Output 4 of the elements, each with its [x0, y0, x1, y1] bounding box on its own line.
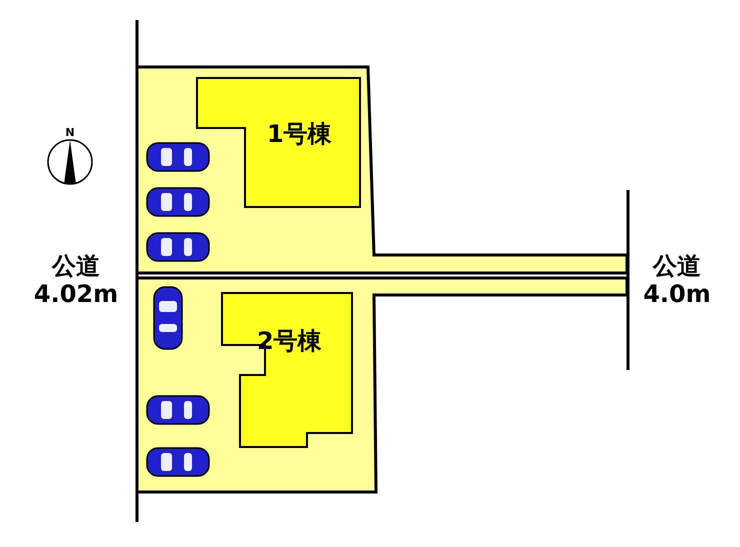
road-width-label: 公道 4.0m — [642, 252, 712, 308]
building-label: 1号棟 — [267, 119, 332, 150]
north-label: N — [64, 127, 76, 139]
road-width-label: 公道 4.02m — [32, 252, 120, 308]
